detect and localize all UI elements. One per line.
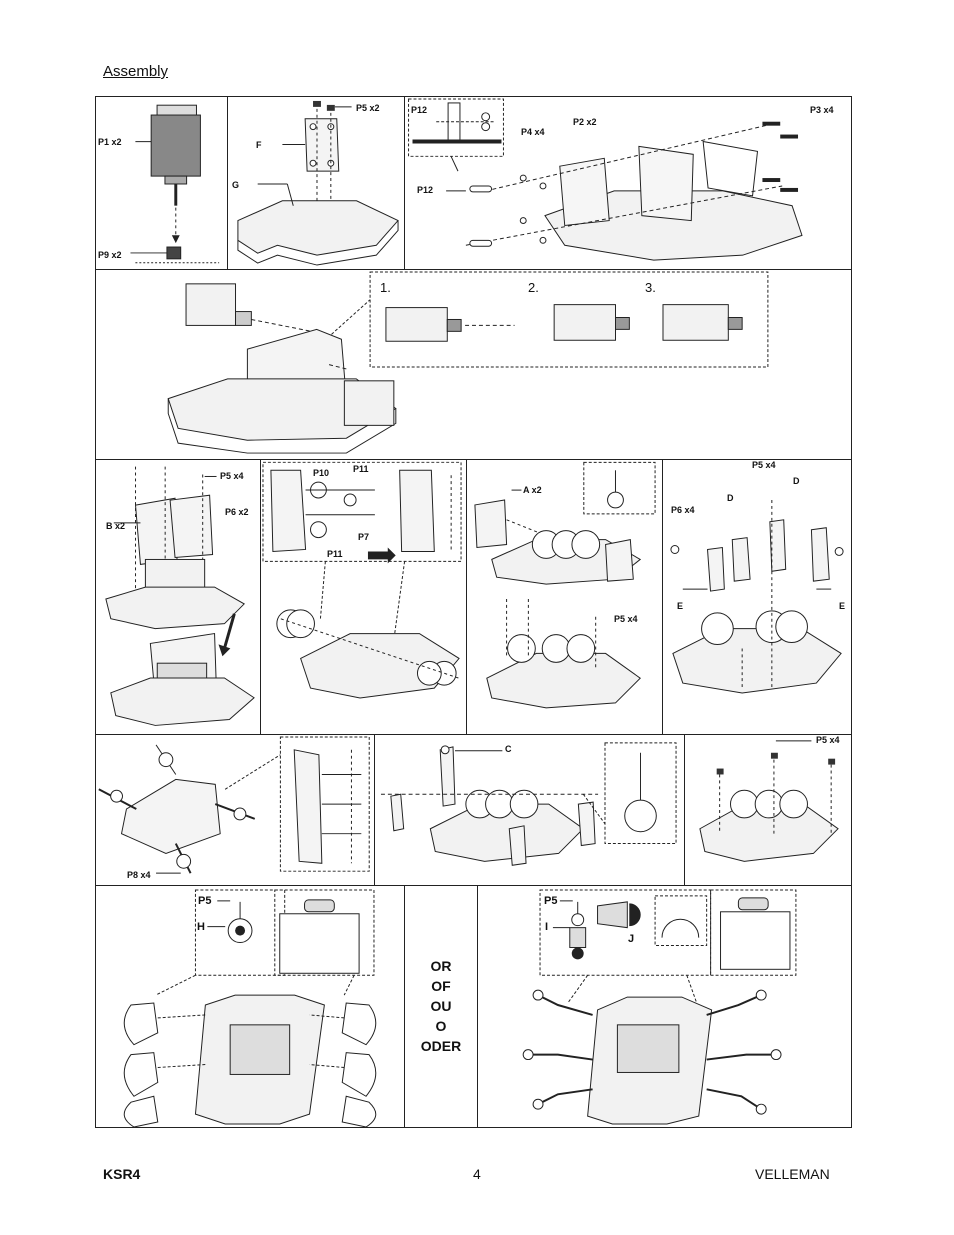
step-6-gear-train: P10 P11 P7 P11 — [260, 459, 467, 735]
label-substep-2: 2. — [528, 280, 539, 295]
motor-install-illustration — [167, 271, 769, 454]
label-cap: J — [628, 933, 635, 945]
screw-illustration — [699, 740, 839, 862]
step-5-side-brackets: P5 x4 P6 x2 B x2 — [95, 459, 261, 735]
label-substep-3: 3. — [645, 280, 656, 295]
step-3-brackets: P12 P12 P4 x4 P2 x2 P3 x4 — [404, 96, 852, 270]
label-crank: C — [505, 744, 512, 754]
or-word: OF — [431, 978, 451, 994]
label-nut: P4 x4 — [521, 127, 545, 137]
label-screws: P5 x2 — [356, 103, 380, 113]
label-base: G — [232, 180, 240, 190]
label-bracket: B x2 — [106, 521, 126, 531]
gear-train-illustration — [262, 461, 462, 699]
or-word: O — [435, 1018, 447, 1034]
label-plate: A x2 — [523, 485, 542, 495]
label-bolt: P3 x4 — [810, 105, 834, 115]
spacer-illustration — [98, 736, 370, 874]
label-cut-part: P12 — [411, 105, 428, 115]
label-leg-right: E — [839, 601, 846, 611]
label-washer: P6 x4 — [671, 505, 695, 515]
label-plate: F — [256, 140, 262, 150]
label-screws: P5 x4 — [614, 614, 638, 624]
bracket-illustration — [408, 98, 803, 261]
or-word: OU — [430, 998, 452, 1014]
label-rod: P12 — [417, 185, 434, 195]
footer-page-number: 4 — [473, 1166, 481, 1182]
or-list: OR OF OU O ODER — [405, 956, 477, 1056]
label-axle: P7 — [358, 532, 370, 542]
side-bracket-illustration — [105, 466, 255, 726]
label-screw: P5 — [544, 895, 558, 907]
label-screws: P5 x4 — [220, 471, 244, 481]
label-joint: I — [545, 921, 549, 933]
label-cam-right: D — [793, 476, 800, 486]
label-substep-1: 1. — [380, 280, 391, 295]
joint-leg-illustration — [522, 889, 797, 1125]
label-leg-left: E — [677, 601, 684, 611]
step-13-or-panel: OR OF OU O ODER — [404, 885, 478, 1128]
label-screw: P5 — [198, 895, 212, 907]
section-title: Assembly — [103, 63, 169, 80]
step-9-spacers: P8 x4 — [95, 734, 375, 886]
label-cam-left: D — [727, 493, 734, 503]
label-spacer: P8 x4 — [127, 870, 151, 880]
label-screws: P5 x4 — [752, 460, 776, 470]
step-10-cranks: C — [374, 734, 685, 886]
suction-foot-illustration — [123, 889, 377, 1127]
footer-brand: VELLEMAN — [755, 1166, 830, 1182]
label-gear-p11-bottom: P11 — [327, 549, 343, 559]
step-4-motor-install: 1. 2. 3. — [95, 269, 852, 460]
crank-illustration — [380, 742, 677, 866]
footer-model: KSR4 — [103, 1166, 141, 1182]
motor-illustration — [130, 104, 220, 264]
label-pinion: P9 x2 — [98, 250, 122, 260]
label-motor: P1 x2 — [98, 137, 122, 147]
plate-illustration — [474, 461, 656, 709]
label-bracket: P2 x2 — [573, 117, 597, 127]
or-word: ODER — [420, 1038, 462, 1054]
label-gear-p11-top: P11 — [353, 464, 369, 474]
label-screws: P5 x4 — [816, 735, 840, 745]
step-2-plate-base: P5 x2 F G — [227, 96, 405, 270]
label-foot: H — [197, 921, 205, 933]
or-word: OR — [430, 958, 452, 974]
step-8-cams-legs: P5 x4 P6 x4 D D E E — [662, 459, 852, 735]
step-12-suction-feet: P5 H — [95, 885, 405, 1128]
step-14-joint-legs: P5 I J — [477, 885, 852, 1128]
label-washer: P6 x2 — [225, 507, 249, 517]
step-11-screws: P5 x4 — [684, 734, 852, 886]
step-7-plates: A x2 P5 x4 — [466, 459, 663, 735]
label-gear-p10: P10 — [313, 468, 330, 478]
base-plate-illustration — [237, 100, 399, 266]
step-1-motor-pinion: P1 x2 P9 x2 — [95, 96, 228, 270]
cam-leg-illustration — [670, 500, 844, 694]
